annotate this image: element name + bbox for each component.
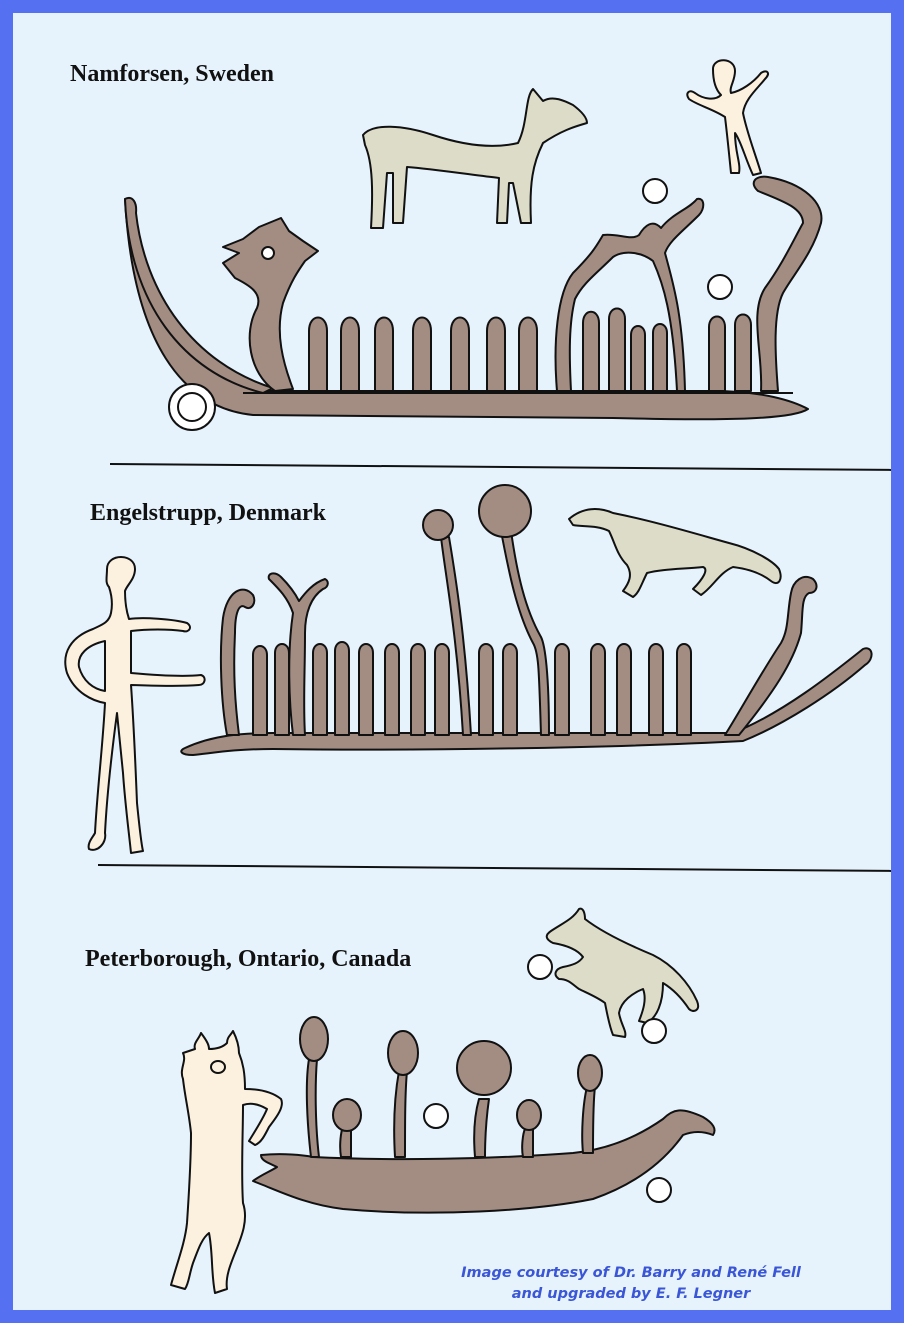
- separator-line: [97, 864, 891, 872]
- panel-caption-namforsen: Namforsen, Sweden: [70, 61, 274, 87]
- sun-symbol: [423, 1103, 449, 1129]
- credit-line: and upgraded by E. F. Legner: [511, 1286, 751, 1302]
- sun-symbol: [642, 178, 668, 204]
- animal-carving-deer: [362, 88, 588, 229]
- sun-symbol: [177, 392, 207, 422]
- human-figure-archer: [64, 556, 206, 854]
- boat-carving-engelstrupp: [180, 484, 873, 756]
- separator-line: [109, 463, 891, 471]
- sun-symbol: [707, 274, 733, 300]
- panel-caption-peterborough: Peterborough, Ontario, Canada: [85, 946, 412, 972]
- boat-carving-peterborough: [252, 1016, 716, 1214]
- petroglyph-illustration: [64, 59, 891, 1294]
- eye-icon: [210, 1060, 226, 1074]
- sun-symbol: [646, 1177, 672, 1203]
- sun-symbol: [527, 954, 553, 980]
- animal-carving-bear: [545, 907, 699, 1038]
- boat-carving-namforsen: [124, 175, 823, 421]
- sun-symbol: [641, 1018, 667, 1044]
- animal-carving-fox: [568, 508, 782, 598]
- human-figure-dancer: [686, 59, 769, 176]
- credit-line: Image courtesy of Dr. Barry and René Fel…: [461, 1265, 801, 1281]
- human-figure-shaman: [170, 1030, 283, 1294]
- panel-caption-engelstrupp: Engelstrupp, Denmark: [90, 500, 327, 526]
- eye-icon: [261, 246, 275, 260]
- image-credit: Image courtesy of Dr. Barry and René Fel…: [421, 1263, 841, 1305]
